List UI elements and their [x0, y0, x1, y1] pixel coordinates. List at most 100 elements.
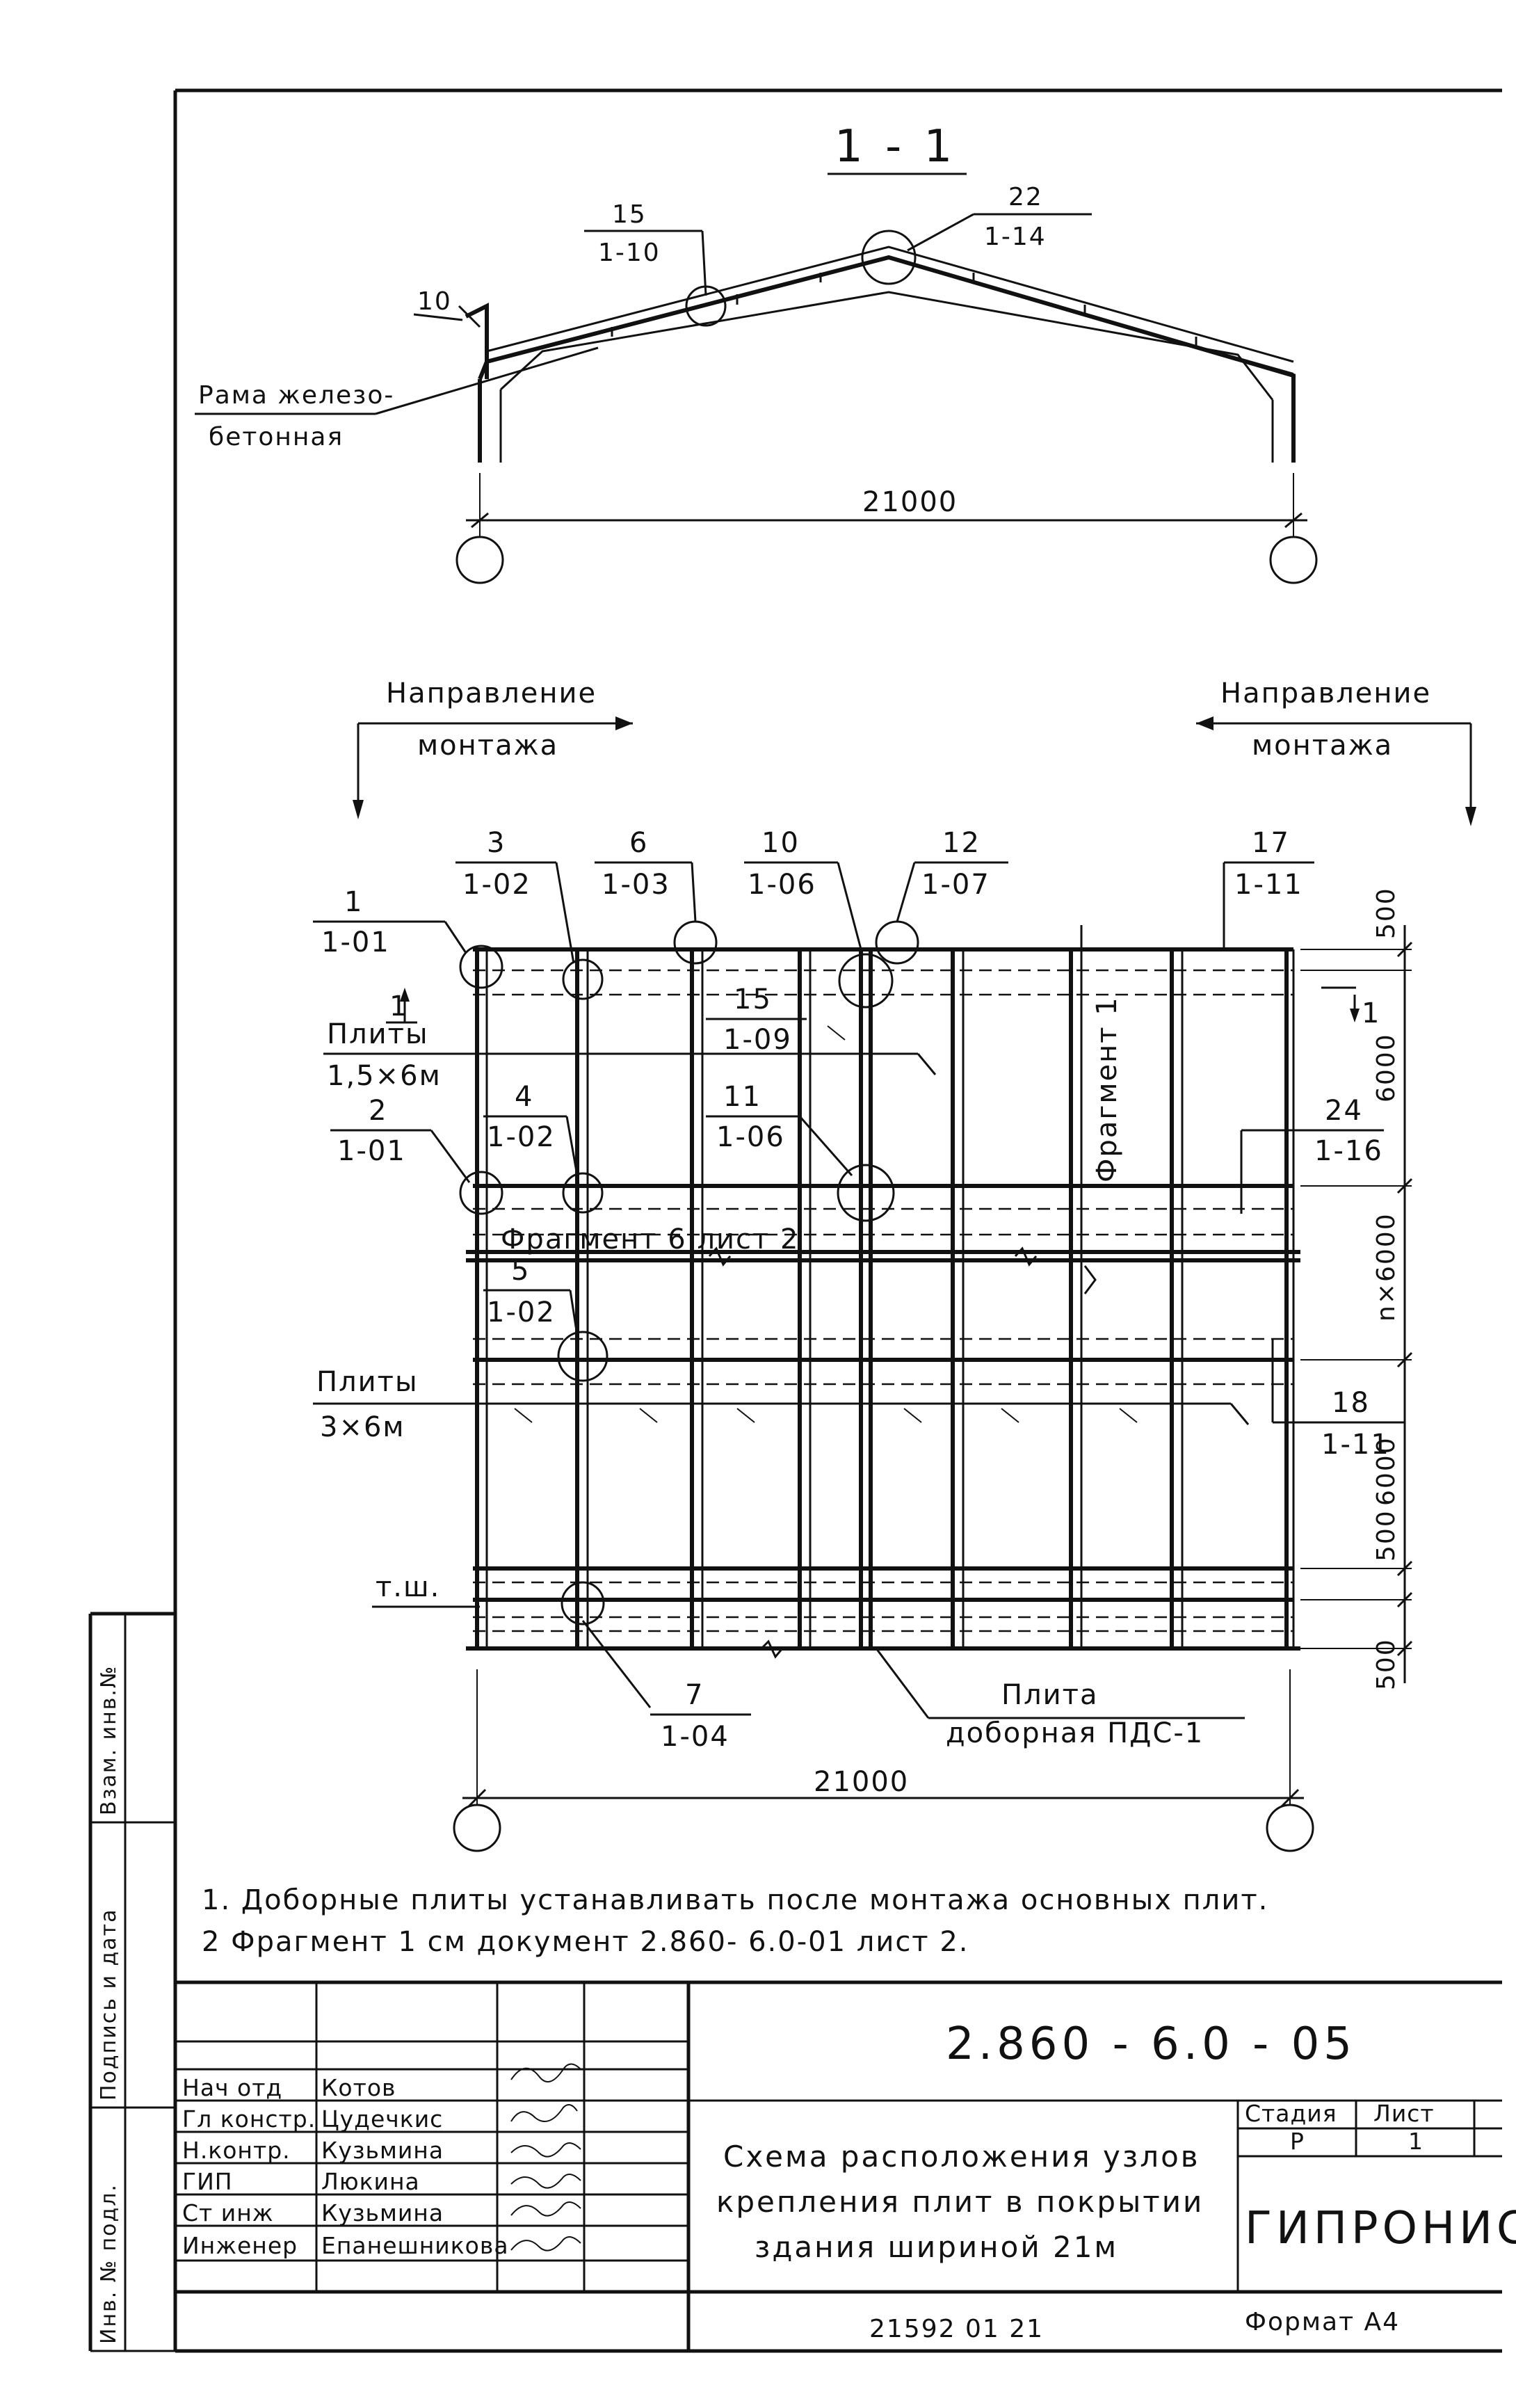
svg-text:1-01: 1-01	[321, 926, 390, 958]
svg-text:1-02: 1-02	[487, 1121, 556, 1153]
svg-text:500: 500	[1372, 1509, 1401, 1562]
note-2: 2 Фрагмент 1 см документ 2.860- 6.0-01 л…	[202, 1926, 969, 1958]
fragment-6-horizontal: Фрагмент 6 лист 2	[501, 1223, 800, 1255]
role-2: Н.контр.	[182, 2137, 291, 2164]
title-block: 2.860 - 6.0 - 05 Нач отд Гл констр. Н.ко…	[175, 1980, 1516, 2351]
callout-number: 15	[612, 200, 647, 229]
note-1: 1. Доборные плиты устанавливать после мо…	[202, 1884, 1268, 1916]
svg-text:12: 12	[942, 827, 981, 859]
plan-callout-5: 5 1-02	[483, 1255, 579, 1336]
callout-number: 22	[1008, 183, 1043, 211]
svg-text:18: 18	[1332, 1387, 1370, 1419]
plan-span-dimension: 21000	[453, 1669, 1314, 1852]
title-line-3: здания шириной 21м	[755, 2230, 1118, 2264]
svg-text:3×6м: 3×6м	[320, 1411, 405, 1443]
plan-callout-18: 18 1-11	[1271, 1339, 1405, 1461]
svg-text:Фрагмент 6 лист 2: Фрагмент 6 лист 2	[501, 1223, 800, 1255]
axis-circle-left	[455, 536, 504, 584]
plan-callout-15: 15 1-09	[706, 984, 807, 1056]
sheet-header: Лист	[1373, 2100, 1435, 2127]
frame-label: Рама железо- бетонная	[195, 346, 599, 451]
direction-left-line1: Направление	[386, 677, 597, 709]
name-5: Епанешникова	[321, 2232, 509, 2259]
role-1: Гл констр.	[182, 2105, 316, 2133]
direction-right-line2: монтажа	[1252, 730, 1393, 762]
svg-text:2: 2	[369, 1095, 387, 1127]
svg-text:Фрагмент 1: Фрагмент 1	[1091, 996, 1123, 1182]
svg-text:500: 500	[1372, 1638, 1401, 1690]
svg-text:1: 1	[344, 886, 363, 918]
direction-right-line1: Направление	[1220, 677, 1431, 709]
plan-grid	[466, 947, 1300, 1659]
side-stamp-sign: Подпись и дата	[97, 1909, 121, 2101]
name-2: Кузьмина	[321, 2137, 444, 2164]
plan-callout-6: 6 1-03	[595, 827, 697, 922]
name-1: Цудечкис	[321, 2105, 443, 2133]
plan-callout-3: 3 1-02	[455, 827, 575, 964]
svg-text:1-11: 1-11	[1234, 869, 1303, 901]
svg-text:1-02: 1-02	[462, 869, 531, 901]
extra-plate-label: Плита доборная ПДС-1	[875, 1648, 1245, 1749]
svg-text:Плита: Плита	[1001, 1679, 1098, 1711]
gable-frame	[458, 246, 1296, 463]
plan-callout-24: 24 1-16	[1240, 1095, 1384, 1214]
svg-text:1-01: 1-01	[337, 1135, 406, 1167]
title-line-1: Схема расположения узлов	[723, 2140, 1200, 2174]
svg-text:7: 7	[685, 1679, 704, 1711]
svg-text:4: 4	[515, 1081, 533, 1113]
svg-text:1-09: 1-09	[723, 1024, 792, 1056]
stage-value: Р	[1290, 2128, 1305, 2155]
org-name: ГИПРОНИСЕ.	[1245, 2203, 1516, 2254]
plan-callout-7: 7 1-04	[581, 1620, 751, 1753]
svg-text:1-16: 1-16	[1314, 1135, 1383, 1167]
notes: 1. Доборные плиты устанавливать после мо…	[202, 1884, 1268, 1958]
svg-text:21000: 21000	[814, 1766, 909, 1798]
svg-text:5: 5	[511, 1255, 530, 1287]
format-label: Формат А4	[1245, 2308, 1400, 2336]
svg-text:24: 24	[1325, 1095, 1363, 1127]
plan-axis-circle-right	[1266, 1804, 1314, 1852]
svg-text:3: 3	[487, 827, 506, 859]
plan-section-mark-right: 1	[1321, 986, 1379, 1029]
section-callout-22: 22 1-14	[861, 183, 1092, 285]
section-callout-15: 15 1-10	[584, 200, 727, 327]
title-line-2: крепления плит в покрытии	[716, 2185, 1204, 2219]
svg-text:1-03: 1-03	[602, 869, 670, 901]
side-stamp-inv: Инв. № подл.	[97, 2183, 121, 2344]
fragment-1-vertical: Фрагмент 1	[1080, 925, 1123, 1607]
svg-text:1-06: 1-06	[716, 1121, 785, 1153]
svg-text:6000: 6000	[1372, 1436, 1401, 1506]
plan-callout-2: 2 1-01	[330, 1095, 471, 1183]
svg-text:1,5×6м: 1,5×6м	[327, 1060, 442, 1092]
sheet-frame	[88, 88, 1502, 2353]
plan-callout-12: 12 1-07	[896, 827, 1008, 922]
plan-callout-17: 17 1-11	[1223, 827, 1314, 952]
bottom-number: 21592 01 21	[869, 2315, 1044, 2343]
role-5: Инженер	[182, 2232, 298, 2259]
svg-text:1-02: 1-02	[487, 1297, 556, 1329]
svg-text:Плиты: Плиты	[316, 1366, 419, 1398]
frame-label-line1: Рама железо-	[198, 381, 394, 410]
plan-section-mark-left: 1	[386, 988, 417, 1024]
svg-text:15: 15	[734, 984, 772, 1016]
svg-text:1-11: 1-11	[1321, 1429, 1390, 1461]
svg-text:17: 17	[1252, 827, 1290, 859]
section-span-label: 21000	[862, 486, 958, 518]
svg-text:т.ш.: т.ш.	[376, 1571, 440, 1603]
axis-circle-right	[1269, 536, 1318, 584]
plan-callout-11: 11 1-06	[706, 1081, 853, 1176]
side-stamp-replace: Взам. инв.№	[97, 1665, 121, 1815]
callout-ref: 1-14	[984, 223, 1047, 251]
callout-ref: 1-10	[598, 239, 661, 267]
plan-axis-circle-left	[453, 1804, 501, 1852]
section-1-1: 1 - 1 15	[195, 121, 1318, 584]
plan: Направление монтажа Направление монтажа	[313, 677, 1476, 1852]
svg-text:6000: 6000	[1372, 1033, 1401, 1102]
name-0: Котов	[321, 2074, 396, 2101]
svg-text:11: 11	[723, 1081, 761, 1113]
plates-15x6-label: Плиты 1,5×6м	[323, 1018, 937, 1092]
section-mark-10: 10	[413, 287, 463, 321]
sheet-value: 1	[1408, 2128, 1424, 2155]
plates-3x6-label: Плиты 3×6м	[313, 1366, 1250, 1443]
